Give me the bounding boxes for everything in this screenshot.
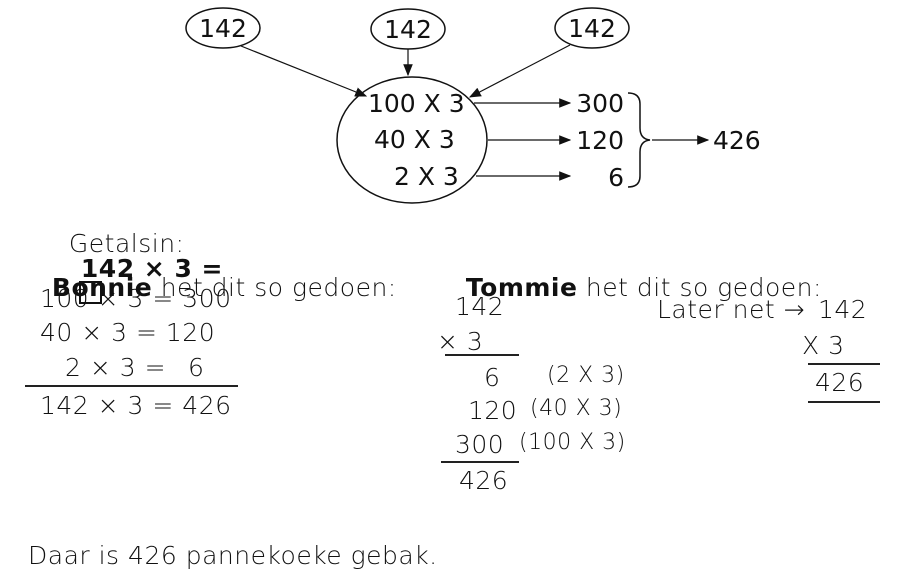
bonnie-line-4: 142 × 3 = 426 xyxy=(40,391,232,420)
later-label: Later net → xyxy=(657,295,806,324)
product-2: 120 xyxy=(576,126,624,155)
bonnie-line-2: 40 × 3 = 120 xyxy=(40,318,216,347)
later-total: 426 xyxy=(815,368,865,397)
top-oval-right xyxy=(554,7,630,49)
bonnie-heading-rest: het dit so gedoen: xyxy=(152,273,397,302)
product-3: 6 xyxy=(608,163,624,192)
later-multiplicand: 142 xyxy=(818,295,868,324)
later-multiplier: X 3 xyxy=(802,331,845,360)
center-row-1: 100 X 3 xyxy=(368,89,465,118)
tommie-note-2: (40 X 3) xyxy=(530,396,623,421)
arrow-right-to-center xyxy=(468,44,571,98)
curly-brace xyxy=(627,92,651,188)
center-oval xyxy=(336,76,488,204)
tommie-note-1: (2 X 3) xyxy=(547,363,625,388)
tommie-heading: Tommie het dit so gedoen: xyxy=(449,250,822,300)
top-oval-left-text: 142 xyxy=(199,14,247,43)
diagram-total: 426 xyxy=(713,126,761,155)
tommie-multiplicand: 142 xyxy=(455,292,505,321)
tommie-top-line xyxy=(445,354,519,356)
answer-box xyxy=(78,281,102,304)
tommie-partial-2: 120 xyxy=(468,396,518,425)
tommie-total: 426 xyxy=(459,466,509,495)
bonnie-heading: Bonnie het dit so gedoen: xyxy=(35,250,397,300)
tommie-partial-3: 300 xyxy=(455,430,505,459)
tommie-note-3: (100 X 3) xyxy=(519,430,626,455)
number-sentence-expression: 142 × 3 = xyxy=(80,254,223,283)
top-oval-right-text: 142 xyxy=(568,14,616,43)
conclusion-text: Daar is 426 pannekoeke gebak. xyxy=(28,541,438,570)
tommie-multiplier: × 3 xyxy=(437,327,484,356)
center-row-3: 2 X 3 xyxy=(394,162,459,191)
tommie-partial-1: 6 xyxy=(484,363,501,392)
bonnie-line-3: 2 × 3 = xyxy=(65,353,167,382)
bonnie-sum-line xyxy=(25,385,238,387)
number-sentence-label: Getalsin: xyxy=(68,229,185,258)
later-top-line xyxy=(808,363,880,365)
top-oval-left xyxy=(185,7,261,49)
top-oval-middle-text: 142 xyxy=(384,15,432,44)
center-row-2: 40 X 3 xyxy=(374,125,455,154)
tommie-name: Tommie xyxy=(465,273,578,302)
later-bottom-line xyxy=(808,401,880,403)
tommie-heading-rest: het dit so gedoen: xyxy=(577,273,822,302)
bonnie-line-3-result: 6 xyxy=(188,353,205,382)
bonnie-line-1: 100 × 3 = 300 xyxy=(40,284,232,313)
arrow-left-to-center xyxy=(240,45,368,97)
product-1: 300 xyxy=(576,89,624,118)
bonnie-name: Bonnie xyxy=(51,273,153,302)
number-sentence: Getalsin: 142 × 3 = xyxy=(52,206,223,307)
tommie-bottom-line xyxy=(441,461,519,463)
decomposition-diagram: 142 142 142 100 X 3 40 X 3 2 X 3 300 120… xyxy=(185,7,761,204)
